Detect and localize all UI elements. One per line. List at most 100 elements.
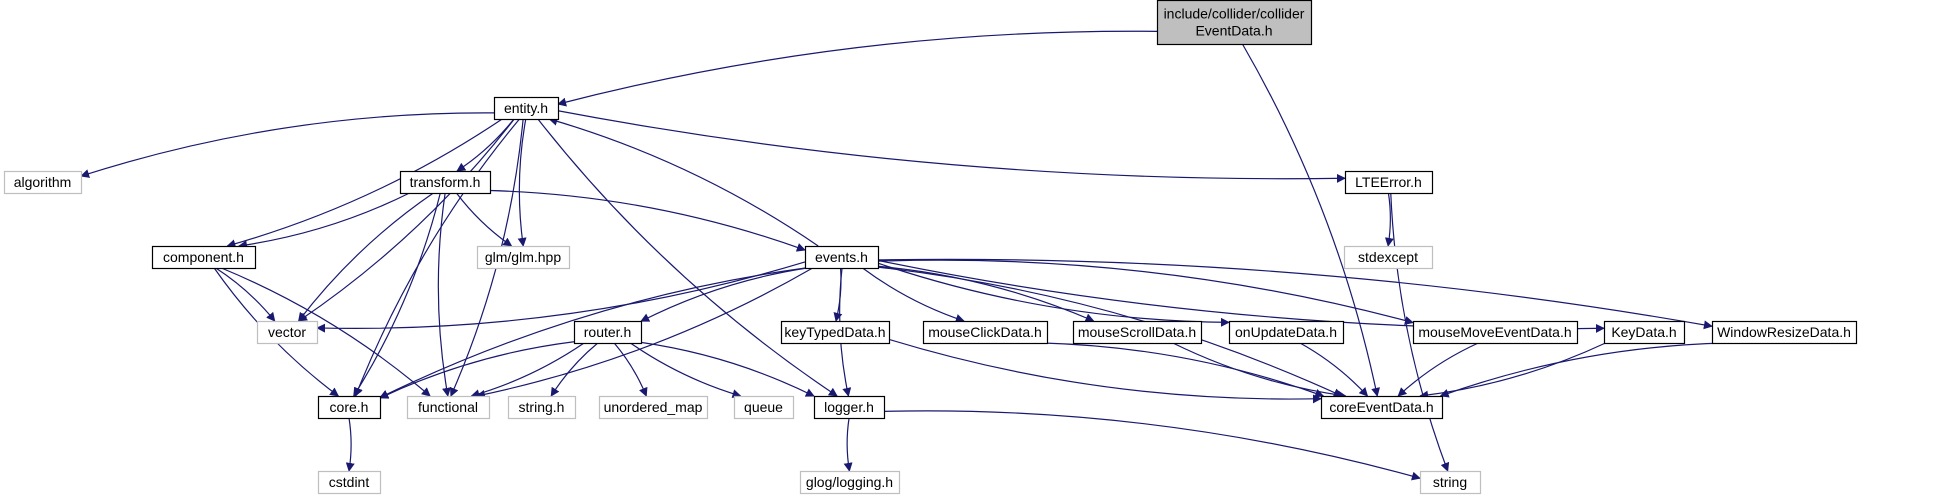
edge-line-router-to-queue	[630, 342, 742, 398]
edge-entity-to-component	[226, 118, 503, 249]
edge-transform-to-core	[353, 192, 441, 397]
node-label-mousemove: mouseMoveEventData.h	[1418, 324, 1571, 340]
node-label-glog: glog/logging.h	[806, 474, 893, 490]
edge-line-component-to-vector	[215, 267, 276, 322]
node-label-mouseclick: mouseClickData.h	[928, 324, 1042, 340]
edge-events-to-mousemove	[877, 259, 1414, 325]
node-core[interactable]: core.h	[317, 395, 382, 420]
node-label-component: component.h	[163, 249, 244, 265]
node-label-lteerror: LTEError.h	[1355, 174, 1422, 190]
node-events[interactable]: events.h	[804, 245, 880, 270]
node-lteerror[interactable]: LTEError.h	[1344, 170, 1434, 195]
edge-line-transform-to-events	[489, 189, 806, 252]
edge-line-events-to-mouseclick	[862, 267, 965, 323]
node-keytyped[interactable]: keyTypedData.h	[780, 320, 891, 345]
edge-line-events-to-mousemove	[877, 259, 1414, 325]
node-label-coreevent: coreEventData.h	[1329, 399, 1433, 415]
node-label-transform: transform.h	[410, 174, 481, 190]
edge-onupdate-to-coreevent	[1299, 342, 1369, 397]
edge-events-to-mousescroll	[877, 265, 1095, 322]
node-transform[interactable]: transform.h	[399, 170, 492, 195]
node-label-root: EventData.h	[1195, 23, 1272, 39]
edge-line-root-to-coreevent	[1241, 43, 1381, 397]
edge-router-to-core	[379, 341, 575, 399]
node-windowresize[interactable]: WindowResizeData.h	[1711, 320, 1858, 345]
edge-mouseclick-to-coreevent	[1043, 342, 1325, 398]
node-onupdate[interactable]: onUpdateData.h	[1228, 320, 1345, 345]
node-unordered_map: unordered_map	[598, 395, 709, 420]
node-box-logger	[813, 395, 886, 420]
node-label-queue: queue	[744, 399, 783, 415]
node-coreevent[interactable]: coreEventData.h	[1320, 395, 1444, 420]
edge-router-to-unordered_map	[613, 342, 648, 397]
node-label-unordered_map: unordered_map	[604, 399, 703, 415]
node-box-lteerror	[1344, 170, 1434, 195]
node-label-glm: glm/glm.hpp	[485, 249, 561, 265]
node-mousemove[interactable]: mouseMoveEventData.h	[1412, 320, 1579, 345]
node-label-onupdate: onUpdateData.h	[1235, 324, 1337, 340]
edge-mousemove-to-coreevent	[1397, 342, 1479, 397]
edge-line-entity-to-core	[354, 118, 520, 397]
edge-line-entity-to-lteerror	[557, 110, 1346, 183]
node-box-root	[1156, 0, 1313, 46]
node-label-functional: functional	[418, 399, 478, 415]
edge-transform-to-glm	[455, 192, 513, 247]
node-glog: glog/logging.h	[799, 470, 901, 495]
edge-line-router-to-logger	[640, 341, 815, 397]
edge-entity-to-lteerror	[557, 110, 1346, 183]
node-functional: functional	[406, 395, 491, 420]
edge-lteerror-to-string	[1390, 192, 1450, 472]
node-router[interactable]: router.h	[573, 320, 643, 345]
edge-root-to-coreevent	[1241, 43, 1381, 397]
node-box-router	[573, 320, 643, 345]
node-box-component	[151, 245, 257, 270]
edge-entity-to-glm	[517, 118, 527, 247]
edge-windowresize-to-coreevent	[1439, 342, 1725, 398]
edge-line-transform-to-component	[238, 192, 410, 250]
node-box-keydata	[1603, 320, 1686, 345]
node-box-coreevent	[1320, 395, 1444, 420]
edge-line-mousescroll-to-coreevent	[1172, 342, 1347, 400]
node-box-algorithm	[3, 170, 83, 195]
node-label-algorithm: algorithm	[14, 174, 72, 190]
edges-layer	[80, 30, 1725, 481]
edge-line-mousemove-to-coreevent	[1397, 342, 1479, 397]
node-box-mousemove	[1412, 320, 1579, 345]
node-glm: glm/glm.hpp	[476, 245, 571, 270]
edge-events-to-functional	[475, 267, 813, 399]
node-label-root: include/collider/collider	[1164, 6, 1305, 22]
edge-events-to-core	[379, 267, 806, 399]
edge-line-events-to-entity	[548, 116, 819, 247]
edge-line-entity-to-vector	[297, 118, 515, 322]
edge-line-router-to-core	[379, 341, 575, 399]
edge-line-events-to-onupdate	[877, 262, 1230, 327]
node-queue: queue	[733, 395, 795, 420]
edge-core-to-cstdint	[345, 417, 355, 472]
edge-line-transform-to-vector	[298, 192, 434, 322]
edge-router-to-stringh	[550, 342, 599, 397]
edge-logger-to-string	[883, 410, 1421, 481]
edge-mousescroll-to-coreevent	[1172, 342, 1347, 400]
edge-keytyped-to-coreevent	[888, 338, 1322, 404]
node-keydata[interactable]: KeyData.h	[1603, 320, 1686, 345]
edge-line-root-to-entity	[557, 30, 1158, 107]
edge-line-router-to-functional	[470, 342, 585, 399]
node-entity[interactable]: entity.h	[493, 96, 560, 121]
edge-line-keytyped-to-coreevent	[888, 338, 1322, 404]
edge-line-component-to-functional	[221, 267, 431, 397]
node-box-stringh	[507, 395, 577, 420]
edge-line-logger-to-glog	[843, 417, 853, 472]
node-component[interactable]: component.h	[151, 245, 257, 270]
edge-line-events-to-coreevent	[877, 266, 1343, 397]
node-mousescroll[interactable]: mouseScrollData.h	[1072, 320, 1203, 345]
node-label-core: core.h	[330, 399, 369, 415]
node-box-cstdint	[317, 470, 382, 495]
node-mouseclick[interactable]: mouseClickData.h	[922, 320, 1049, 345]
edge-events-to-windowresize	[877, 258, 1713, 330]
node-logger[interactable]: logger.h	[813, 395, 886, 420]
node-label-stringh: string.h	[519, 399, 565, 415]
edge-line-entity-to-glm	[517, 118, 527, 247]
node-label-keytyped: keyTypedData.h	[784, 324, 885, 340]
